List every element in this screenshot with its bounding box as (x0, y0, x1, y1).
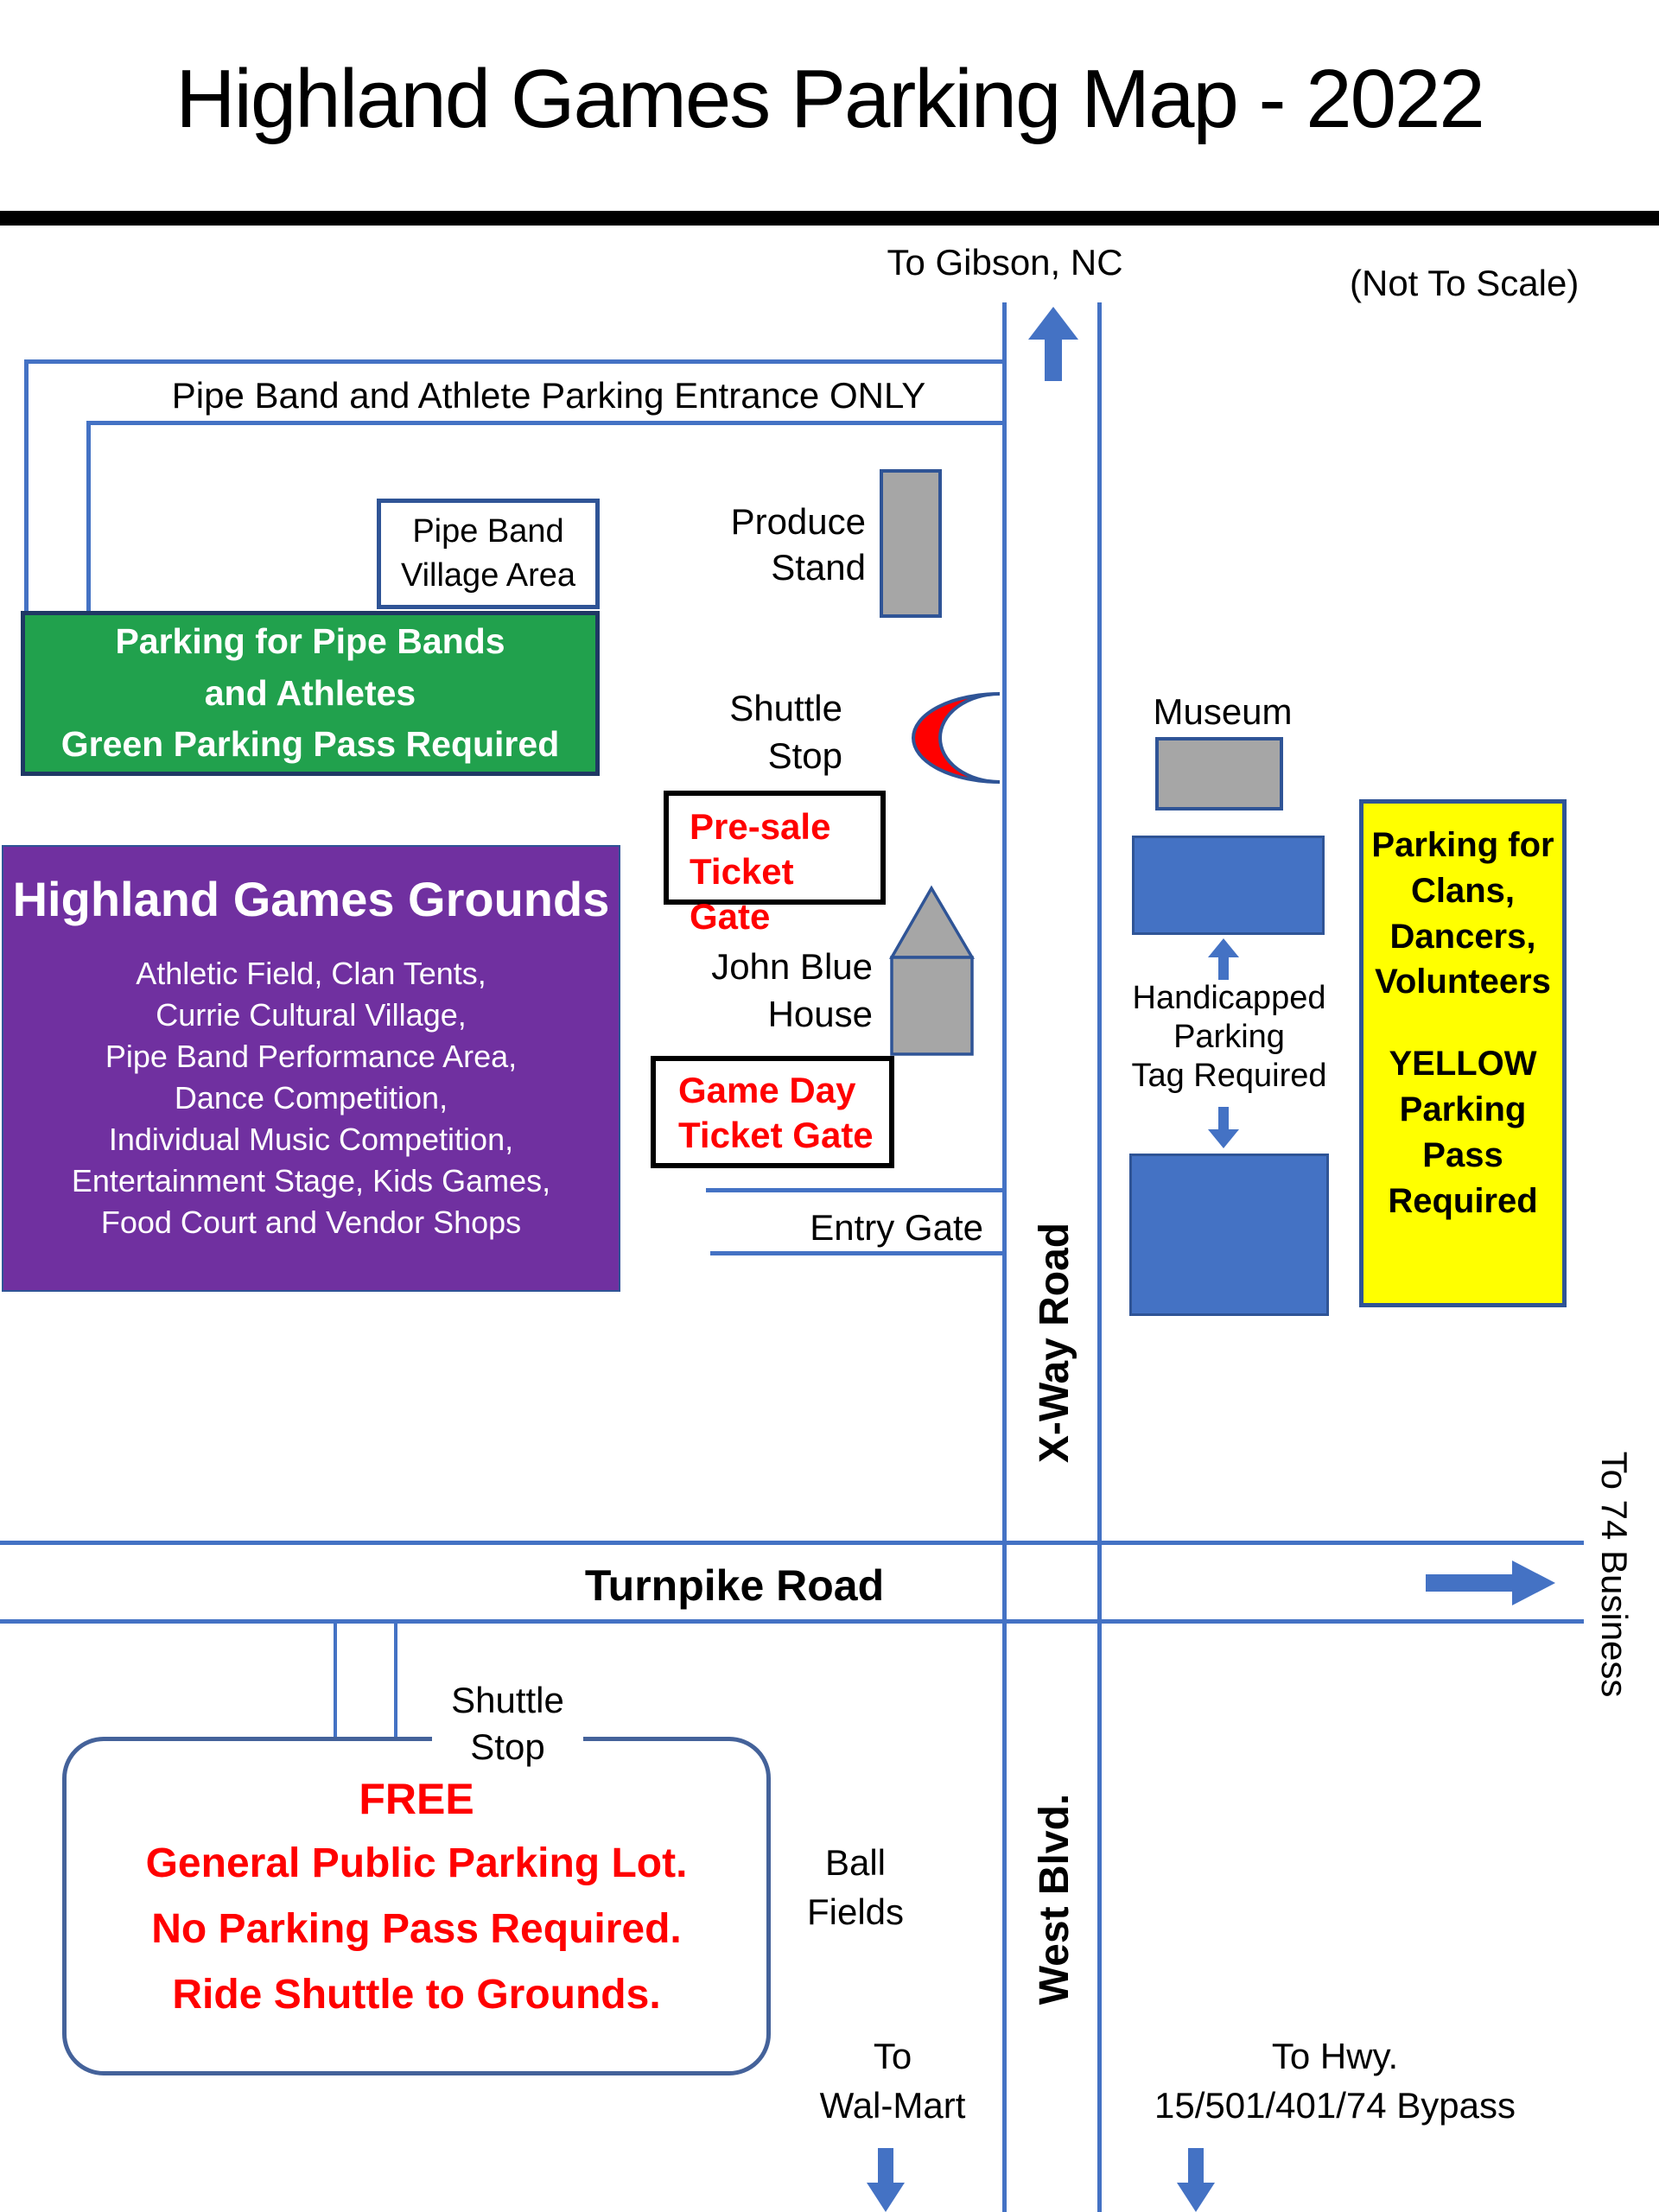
not-to-scale-note: (Not To Scale) (1350, 263, 1580, 303)
title-divider (0, 211, 1659, 226)
vertical-road-left-edge (1002, 302, 1007, 2212)
produce-stand-label: Produce Stand (730, 501, 866, 588)
walmart-down-arrow-icon (867, 2148, 905, 2212)
entry-gate-bottom-line (710, 1251, 1002, 1255)
to-walmart-label: To Wal-Mart (819, 2036, 966, 2126)
gameday-ticket-gate-label: Game Day Ticket Gate (678, 1070, 874, 1156)
north-arrow-icon (1028, 307, 1078, 381)
handicapped-parking-lower-lot (1129, 1154, 1329, 1316)
to-gibson-label: To Gibson, NC (887, 242, 1123, 283)
grounds-item: Currie Cultural Village, (156, 997, 467, 1033)
entry-gate-label: Entry Gate (810, 1207, 983, 1248)
vertical-road-right-edge (1097, 302, 1102, 2212)
entrance-road-bottom-line (86, 421, 1006, 425)
grounds-title: Highland Games Grounds (12, 872, 610, 926)
turnpike-road-bottom-line (0, 1619, 1584, 1624)
shuttle-stop-marker-icon (912, 692, 1001, 784)
grounds-item: Food Court and Vendor Shops (100, 1205, 522, 1240)
pipe-band-village-box: Pipe Band Village Area (377, 499, 600, 609)
grounds-item: Athletic Field, Clan Tents, (136, 956, 486, 991)
east-arrow-icon (1426, 1560, 1555, 1605)
yellow-parking-label-bottom: YELLOW Parking Pass Required (1388, 1045, 1538, 1220)
handicapped-down-arrow-icon (1208, 1107, 1239, 1148)
yellow-parking-label-top: Parking for Clans, Dancers, Volunteers (1371, 826, 1554, 1001)
free-lot-driveway-left-line (334, 1624, 337, 1737)
entry-gate-top-line (706, 1188, 1002, 1192)
grounds-feature-list: Athletic Field, Clan Tents, Currie Cultu… (3, 953, 619, 1243)
handicapped-parking-label: Handicapped Parking Tag Required (1131, 980, 1327, 1094)
free-parking-label: General Public Parking Lot. No Parking P… (145, 1840, 688, 2018)
produce-stand-building (880, 469, 942, 618)
to-hwy-bypass-label: To Hwy. 15/501/401/74 Bypass (1154, 2036, 1516, 2126)
john-blue-house-label: John Blue House (711, 946, 873, 1034)
presale-ticket-gate-box: Pre-sale Ticket Gate (664, 791, 886, 937)
museum-building (1155, 737, 1283, 810)
page-title: Highland Games Parking Map - 2022 (175, 53, 1485, 145)
to-74-business-label: To 74 Business (1594, 1451, 1635, 1698)
hwy-down-arrow-icon (1177, 2148, 1215, 2212)
entrance-label: Pipe Band and Athlete Parking Entrance O… (171, 375, 926, 416)
green-parking-zone: Parking for Pipe Bands and Athletes Gree… (21, 611, 600, 776)
free-parking-title: FREE (359, 1775, 474, 1823)
grounds-item: Pipe Band Performance Area, (105, 1039, 518, 1074)
x-way-road-label: X-Way Road (1032, 1222, 1077, 1464)
shuttle-stop-bottom-label: Shuttle Stop (432, 1677, 583, 1770)
turnpike-road-label: Turnpike Road (584, 1561, 885, 1610)
museum-label: Museum (1153, 691, 1293, 732)
pipe-band-village-label: Pipe Band Village Area (400, 512, 576, 594)
green-parking-label: Parking for Pipe Bands and Athletes Gree… (60, 621, 560, 765)
presale-ticket-gate-label: Pre-sale Ticket Gate (690, 806, 831, 938)
turnpike-road-top-line (0, 1541, 1584, 1545)
john-blue-house-icon (888, 885, 976, 1056)
entrance-road-top-line (24, 359, 1006, 364)
handicapped-parking-upper-lot (1132, 836, 1325, 935)
ball-fields-label: Ball Fields (806, 1842, 905, 1932)
shuttle-stop-top-label: Shuttle Stop (729, 688, 842, 776)
free-parking-zone: FREE General Public Parking Lot. No Park… (62, 1737, 771, 2075)
grounds-zone: Highland Games Grounds Athletic Field, C… (2, 845, 620, 1292)
grounds-item: Individual Music Competition, (108, 1122, 514, 1157)
grounds-item: Entertainment Stage, Kids Games, (71, 1163, 551, 1198)
entrance-road-left-line (24, 359, 29, 612)
west-blvd-label: West Blvd. (1032, 1793, 1077, 2005)
yellow-parking-zone: Parking for Clans, Dancers, Volunteers Y… (1359, 799, 1567, 1307)
free-lot-driveway-right-line (394, 1624, 397, 1737)
grounds-item: Dance Competition, (174, 1080, 448, 1116)
entrance-road-inner-line (86, 421, 91, 612)
handicapped-up-arrow-icon (1208, 938, 1239, 980)
gameday-ticket-gate-box: Game Day Ticket Gate (651, 1056, 894, 1168)
